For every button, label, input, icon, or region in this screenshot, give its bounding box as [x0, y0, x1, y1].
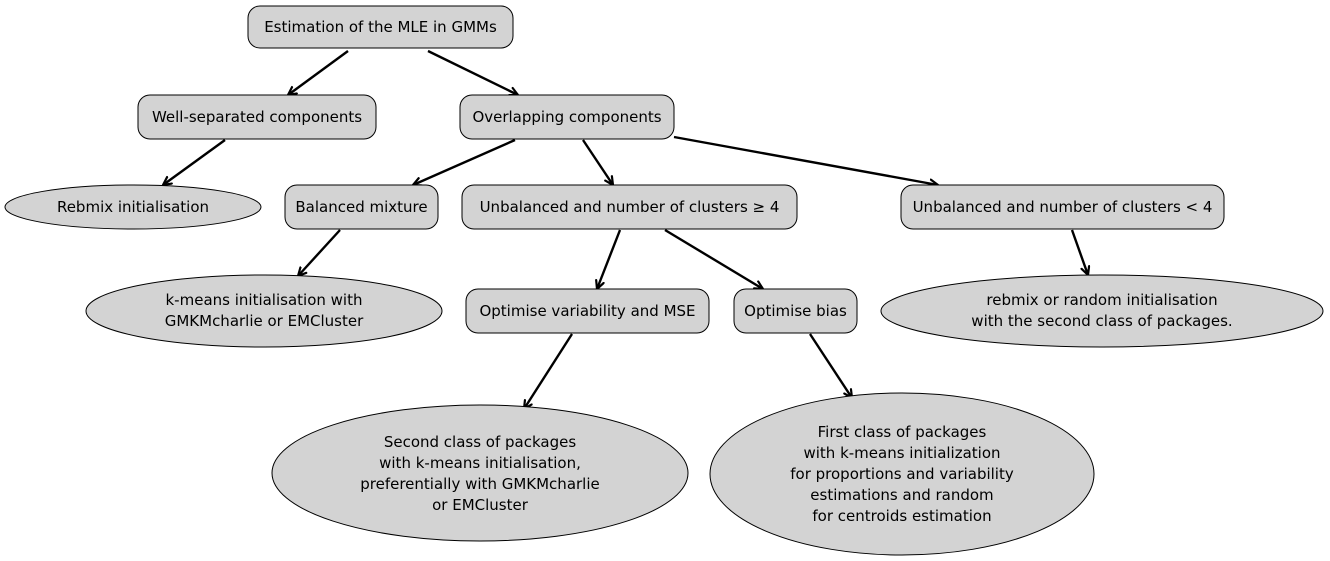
node-optimise-var: Optimise variability and MSE: [465, 288, 710, 334]
node-unbalanced-ge4: Unbalanced and number of clusters ≥ 4: [461, 184, 798, 230]
node-first-class-line-1: First class of packages: [818, 423, 987, 441]
node-second-class: Second class of packages with k-means in…: [271, 404, 689, 542]
edge-overlapping-to-unbalanced-ge4: [582, 139, 613, 185]
node-balanced-line-1: Balanced mixture: [295, 198, 427, 216]
node-first-class-line-4: estimations and random: [810, 486, 993, 504]
edge-root-to-well-separated: [288, 50, 349, 95]
node-unbalanced-lt4: Unbalanced and number of clusters < 4: [900, 184, 1225, 230]
node-rebmix-init-line-1: Rebmix initialisation: [57, 198, 209, 216]
node-first-class-line-5: for centroids estimation: [812, 507, 991, 525]
edge-overlapping-to-balanced: [413, 138, 516, 185]
node-first-class: First class of packages with k-means ini…: [709, 392, 1095, 556]
node-rebmix-random-line-2: with the second class of packages.: [971, 312, 1232, 330]
node-second-class-line-2: with k-means initialisation,: [379, 454, 581, 472]
node-unbalanced-ge4-line-1: Unbalanced and number of clusters ≥ 4: [480, 198, 780, 216]
edge-unbalanced-ge4-to-optimise-bias: [664, 228, 763, 289]
edge-optimise-var-to-second-class: [524, 333, 574, 409]
nodes-layer: Estimation of the MLE in GMMs Well-separ…: [4, 5, 1324, 556]
node-unbalanced-lt4-line-1: Unbalanced and number of clusters < 4: [913, 198, 1213, 216]
edge-unbalanced-lt4-to-rebmix-random: [1070, 229, 1088, 275]
node-optimise-bias: Optimise bias: [733, 288, 858, 334]
node-rebmix-random: rebmix or random initialisation with the…: [880, 274, 1324, 348]
node-overlapping-line-1: Overlapping components: [472, 108, 661, 126]
node-first-class-line-3: for proportions and variability: [790, 465, 1014, 483]
node-second-class-line-3: preferentially with GMKMcharlie: [360, 475, 600, 493]
edge-root-to-overlapping: [427, 49, 518, 95]
node-overlapping: Overlapping components: [459, 94, 675, 140]
node-well-separated: Well-separated components: [137, 94, 377, 140]
node-optimise-var-line-1: Optimise variability and MSE: [479, 302, 695, 320]
node-optimise-bias-line-1: Optimise bias: [744, 302, 847, 320]
edge-well-separated-to-rebmix-init: [163, 139, 226, 185]
node-first-class-line-2: with k-means initialization: [803, 444, 1000, 462]
node-second-class-line-1: Second class of packages: [384, 433, 577, 451]
edge-unbalanced-ge4-to-optimise-var: [597, 229, 622, 289]
node-root: Estimation of the MLE in GMMs: [247, 5, 514, 49]
node-rebmix-init: Rebmix initialisation: [4, 184, 262, 230]
node-root-line-1: Estimation of the MLE in GMMs: [264, 18, 497, 36]
node-kmeans-init-line-1: k-means initialisation with: [166, 291, 363, 309]
node-kmeans-init: k-means initialisation with GMKMcharlie …: [85, 274, 443, 348]
edge-optimise-bias-to-first-class: [808, 333, 852, 398]
node-rebmix-random-line-1: rebmix or random initialisation: [986, 291, 1217, 309]
edge-balanced-to-kmeans-init: [298, 229, 341, 276]
edge-overlapping-to-unbalanced-lt4: [673, 135, 938, 185]
node-balanced: Balanced mixture: [284, 184, 439, 230]
edges-layer: [163, 49, 1088, 409]
node-well-separated-line-1: Well-separated components: [152, 108, 362, 126]
node-kmeans-init-line-2: GMKMcharlie or EMCluster: [165, 312, 364, 330]
node-second-class-line-4: or EMCluster: [432, 496, 529, 514]
